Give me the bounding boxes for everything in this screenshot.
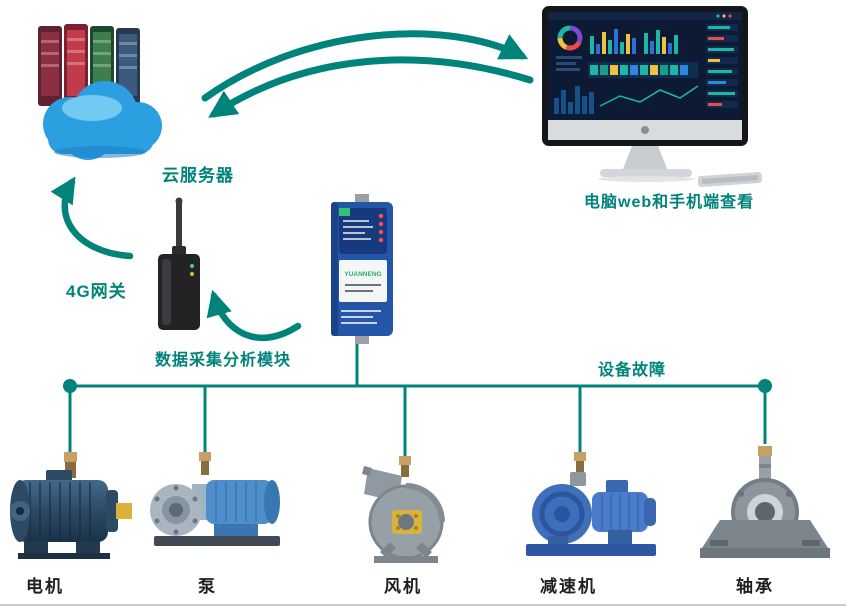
pump-illustration xyxy=(150,452,280,546)
monitor-stand xyxy=(623,146,667,169)
bus-endpoint-left xyxy=(63,379,77,393)
module-label-plate xyxy=(339,260,387,302)
vibration-sensor xyxy=(199,452,211,461)
monitor-illustration xyxy=(542,6,763,188)
server-rack xyxy=(38,24,140,106)
viewer-label: 电脑web和手机端查看 xyxy=(584,194,755,211)
arrow-module-to-gateway xyxy=(206,289,302,342)
arrow-gateway-to-cloud xyxy=(50,176,134,260)
fault-label: 设备故障 xyxy=(598,362,667,379)
reducer-illustration xyxy=(526,452,656,556)
cloud-icon xyxy=(43,81,162,160)
module-led-indicators xyxy=(378,213,384,243)
module-label: 数据采集分析模块 xyxy=(155,352,292,369)
dashboard-widgets xyxy=(548,12,742,114)
module-brand-text: YUANNENG xyxy=(344,271,381,278)
arrow-monitor-to-cloud xyxy=(208,56,534,118)
fan-illustration xyxy=(362,456,445,563)
gateway-label: 4G网关 xyxy=(66,282,127,301)
vibration-sensor xyxy=(758,446,772,456)
vibration-sensor xyxy=(64,452,77,462)
bus-endpoint-right xyxy=(758,379,772,393)
device-label-reducer: 减速机 xyxy=(540,577,597,596)
arrow-cloud-to-monitor xyxy=(201,30,529,102)
keyboard-icon xyxy=(697,171,763,188)
cloud-server-illustration xyxy=(38,24,162,160)
device-label-bearing: 轴承 xyxy=(736,577,774,596)
cloud-server-label: 云服务器 xyxy=(162,166,234,185)
device-label-motor: 电机 xyxy=(26,577,64,596)
vibration-sensor xyxy=(399,456,411,465)
module-illustration: YUANNENG xyxy=(331,194,393,344)
vibration-sensor xyxy=(574,452,586,461)
device-label-fan: 风机 xyxy=(384,577,422,596)
apple-logo-icon xyxy=(641,126,649,134)
motor-illustration xyxy=(10,452,132,559)
gateway-illustration xyxy=(158,197,200,330)
monitor-base xyxy=(600,169,692,177)
bearing-illustration xyxy=(700,446,830,558)
device-label-pump: 泵 xyxy=(198,577,217,596)
gateway-antenna xyxy=(176,200,182,250)
